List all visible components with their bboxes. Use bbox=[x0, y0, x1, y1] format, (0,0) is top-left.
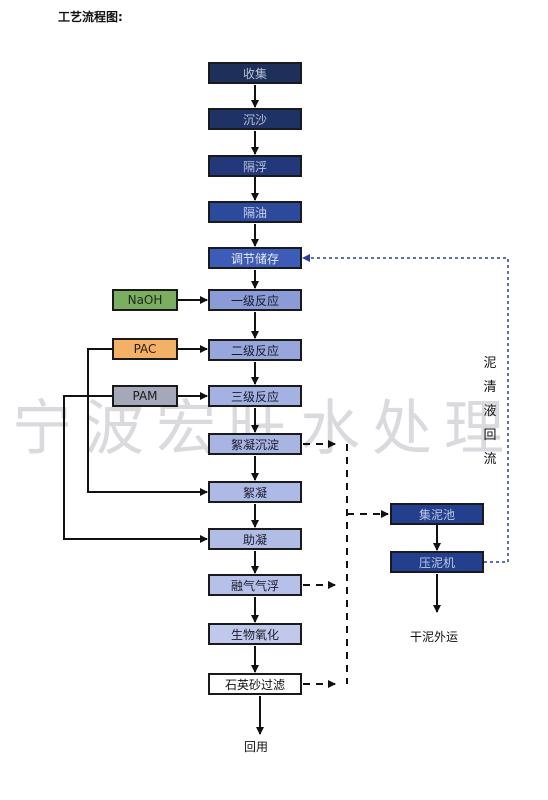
output-reuse: 回用 bbox=[244, 740, 269, 754]
sludge-press: 压泥机 bbox=[390, 551, 484, 573]
sludge-dash-lines bbox=[303, 440, 389, 688]
step-secondary-reaction: 二级反应 bbox=[208, 339, 302, 361]
step-tertiary-reaction: 三级反应 bbox=[208, 385, 302, 407]
step-collect: 收集 bbox=[208, 62, 302, 84]
step-dissolved-air-flotation: 融气气浮 bbox=[208, 574, 302, 596]
chemical-feed-lines bbox=[63, 296, 208, 543]
step-grit-settling: 沉沙 bbox=[208, 108, 302, 130]
main-flow-arrows bbox=[251, 85, 264, 735]
step-primary-reaction: 一级反应 bbox=[208, 289, 302, 311]
return-flow-label: 泥清液回流 bbox=[483, 356, 497, 467]
chemical-naoh: NaOH bbox=[112, 289, 178, 311]
sludge-collection-tank: 集泥池 bbox=[390, 503, 484, 525]
return-flow-line bbox=[302, 254, 509, 563]
chemical-pam: PAM bbox=[112, 385, 178, 407]
step-flocculation: 絮凝 bbox=[208, 481, 302, 503]
step-sand-filtration: 石英砂过滤 bbox=[208, 673, 302, 695]
step-oil-separation: 隔油 bbox=[208, 201, 302, 223]
output-dry-sludge: 干泥外运 bbox=[410, 630, 459, 644]
step-float-separation: 隔浮 bbox=[208, 155, 302, 177]
step-coagulant-aid: 助凝 bbox=[208, 528, 302, 550]
step-equalization-storage: 调节储存 bbox=[208, 247, 302, 269]
step-biological-oxidation: 生物氧化 bbox=[208, 623, 302, 645]
diagram-heading: 工艺流程图: bbox=[58, 10, 123, 24]
step-flocculation-settling: 絮凝沉淀 bbox=[208, 433, 302, 455]
chemical-pac: PAC bbox=[112, 338, 178, 360]
